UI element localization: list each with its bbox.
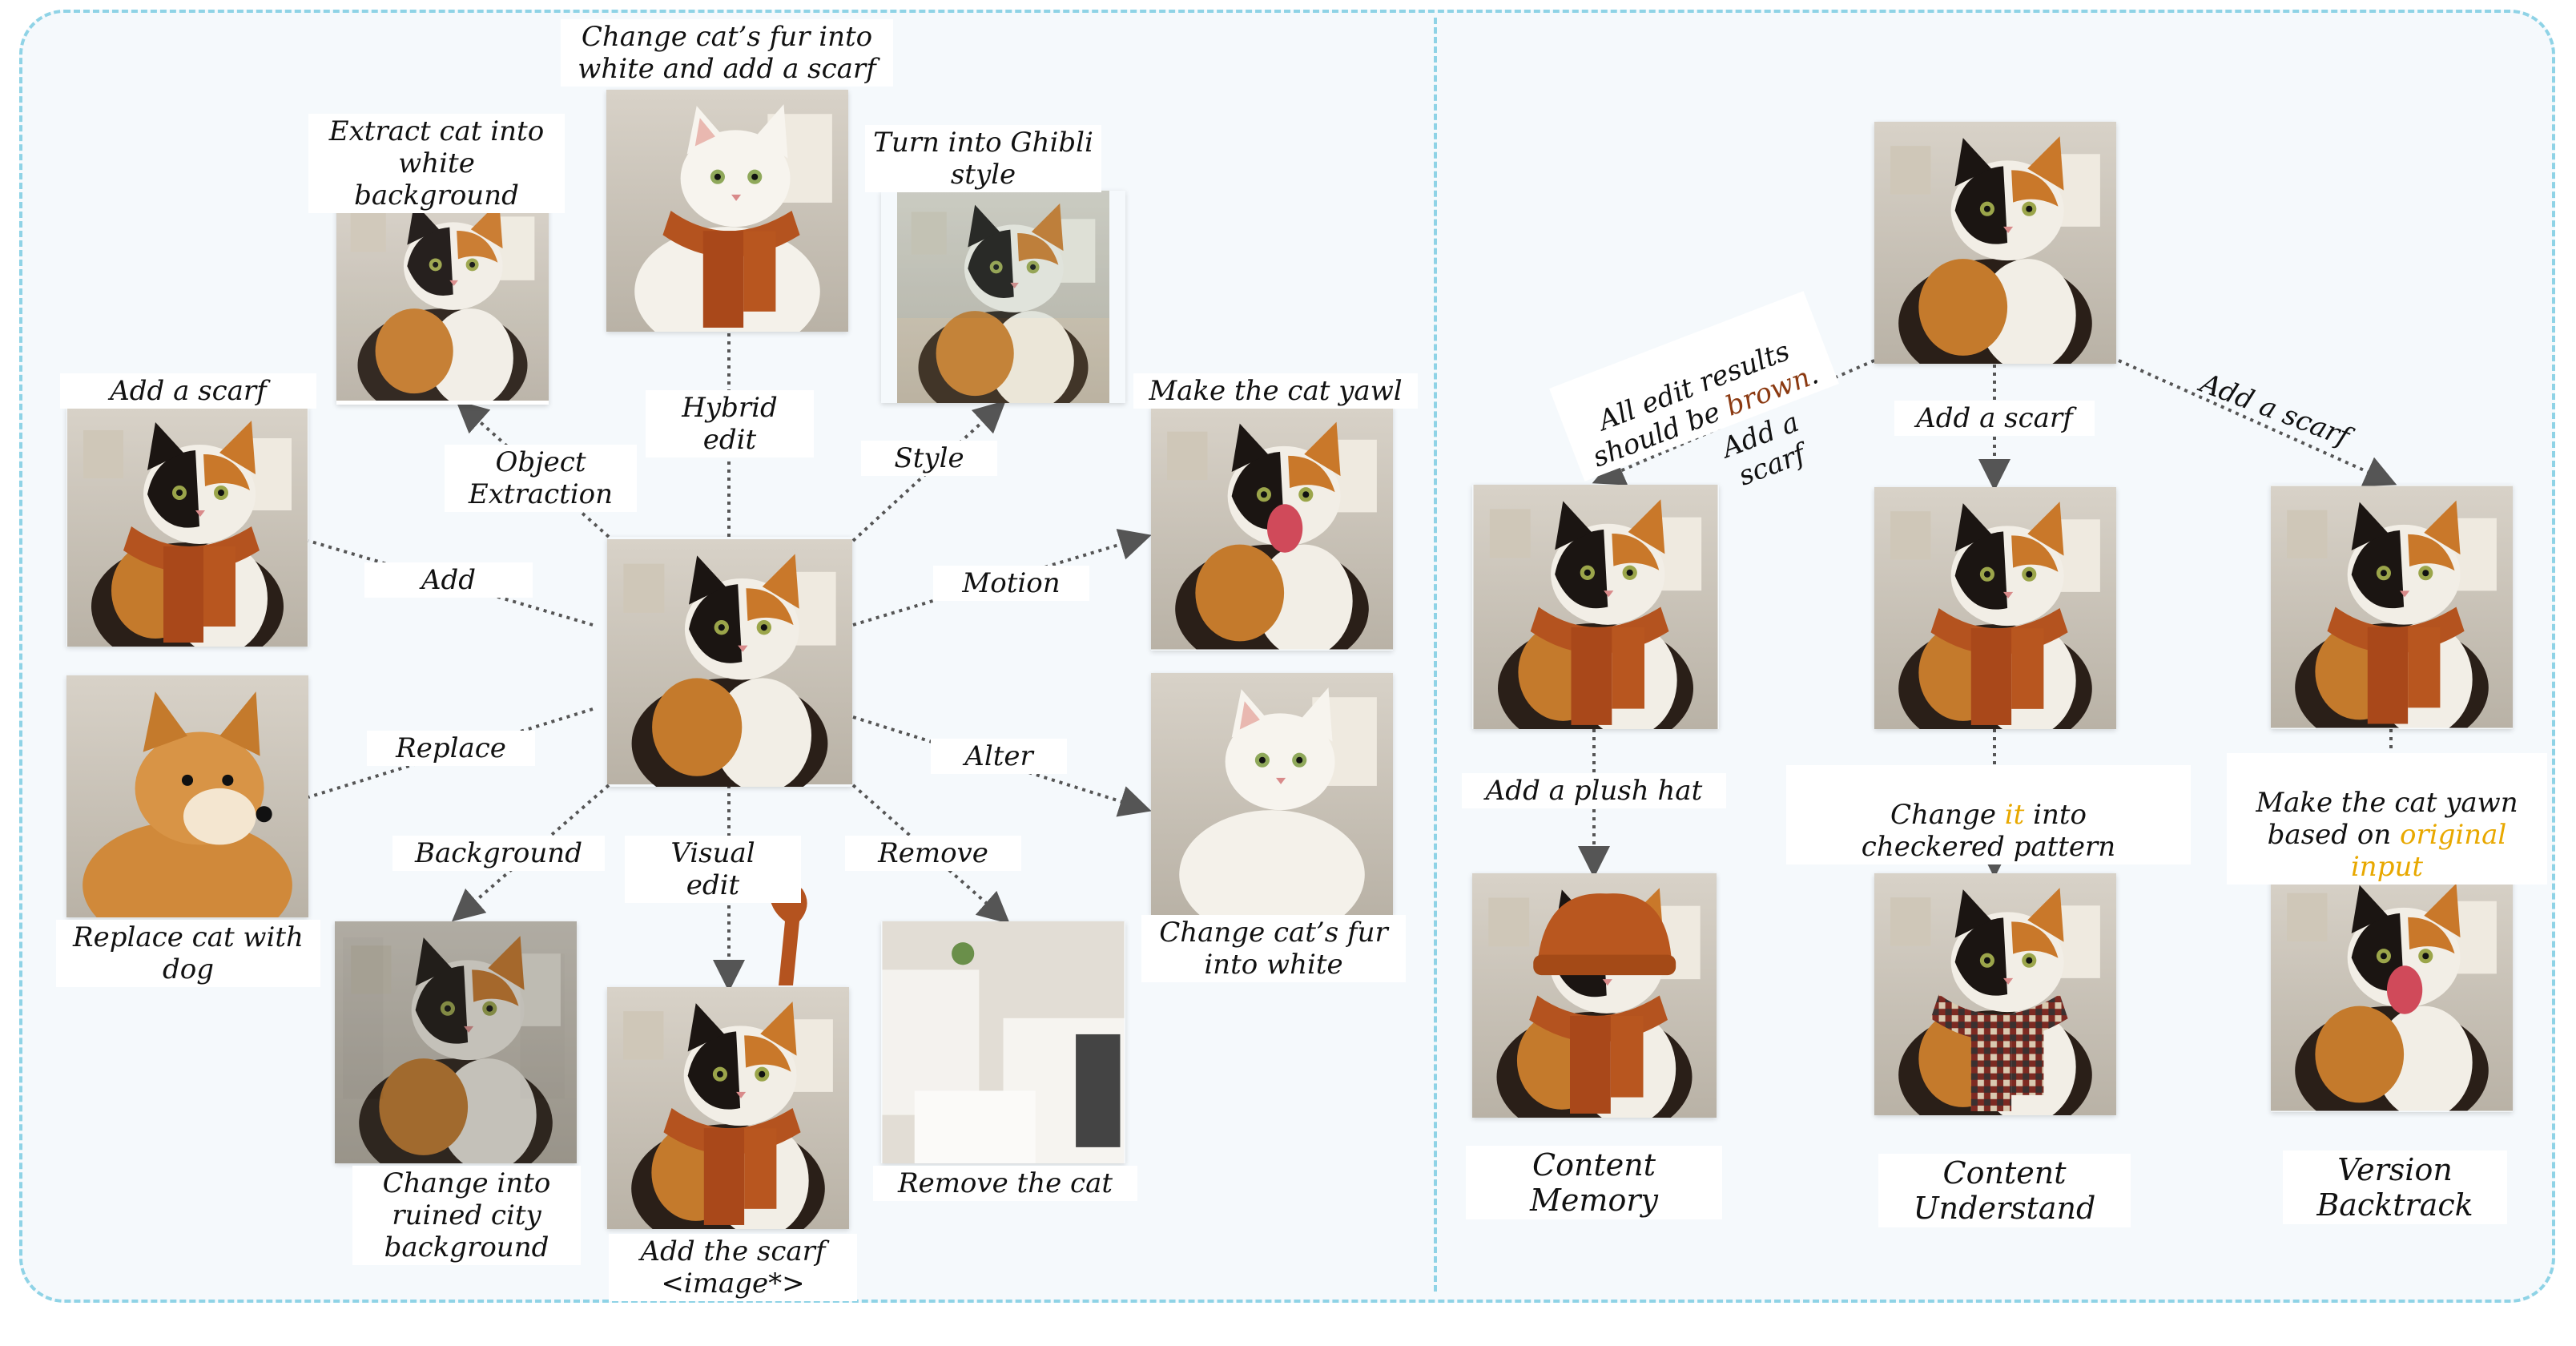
backtrack-yawn-photo (2271, 868, 2513, 1112)
label-remove-cat: Remove the cat (873, 1166, 1137, 1201)
label-add-scarf-mid: Add a scarf (1894, 401, 2095, 436)
white-cat-photo (1151, 673, 1393, 915)
yawning-cat-photo (1151, 406, 1393, 651)
label-version-backtrack: Version Backtrack (2283, 1151, 2507, 1224)
plush-hat-cat-photo (1472, 873, 1717, 1118)
understand-scarf-photo (1874, 487, 2116, 729)
calico-scarf-photo (66, 406, 308, 647)
label-make-yawl: Make the cat yawl (1133, 373, 1418, 409)
label-add-scarf: Add a scarf (60, 373, 316, 409)
checkered-scarf-cat-photo (1874, 873, 2116, 1115)
label-extract-cat: Extract cat into white background (308, 114, 565, 213)
label-background: Background (392, 836, 605, 871)
kitchen-photo (881, 921, 1125, 1163)
label-change-fur-white: Change cat’s fur into white (1141, 915, 1406, 982)
panel-divider (1434, 18, 1437, 1292)
memory-scarf-photo (1472, 485, 1719, 729)
white-cat-scarf-photo (606, 90, 848, 332)
calico-added-scarf-photo (607, 987, 849, 1229)
yawn-highlight: original input (2350, 819, 2507, 883)
label-replace: Replace (367, 731, 535, 766)
label-make-yawn: Make the cat yawn based on original inpu… (2227, 753, 2547, 885)
label-remove: Remove (845, 836, 1021, 871)
change-highlight: it (2004, 799, 2025, 831)
label-alter: Alter (931, 739, 1067, 774)
label-hybrid-edit: Hybrid edit (646, 390, 814, 457)
label-change-fur-scarf: Change cat’s fur into white and add a sc… (561, 19, 893, 87)
label-object-extraction: Object Extraction (445, 445, 637, 512)
label-content-understand: Content Understand (1878, 1154, 2131, 1227)
shiba-dog-photo (66, 675, 308, 917)
ghibli-cat-painting (881, 191, 1125, 403)
label-change-checkered: Change it into checkered pattern (1786, 765, 2191, 864)
label-plush-hat: Add a plush hat (1462, 773, 1726, 808)
ruined-city-cat-photo (335, 921, 577, 1163)
label-replace-cat-dog: Replace cat with dog (56, 920, 320, 987)
label-visual-edit: Visual edit (625, 836, 801, 903)
backtrack-scarf-photo (2271, 485, 2513, 729)
label-motion: Motion (933, 566, 1089, 601)
label-ruined-city: Change into ruined city background (352, 1166, 581, 1265)
label-add-scarf-image: Add the scarf <image*> (609, 1234, 857, 1301)
label-ghibli: Turn into Ghibli style (865, 125, 1101, 192)
label-add: Add (364, 562, 533, 598)
yawn-text: Make the cat yawn based on (2256, 787, 2518, 851)
center-calico-cat-photo (607, 537, 852, 787)
label-style: Style (861, 441, 997, 476)
change-text: Change (1890, 799, 2005, 831)
source-calico-photo (1874, 122, 2116, 364)
extracted-cat-photo (336, 184, 549, 405)
label-content-memory: Content Memory (1466, 1146, 1722, 1219)
change-suffix: into checkered pattern (1861, 799, 2116, 863)
